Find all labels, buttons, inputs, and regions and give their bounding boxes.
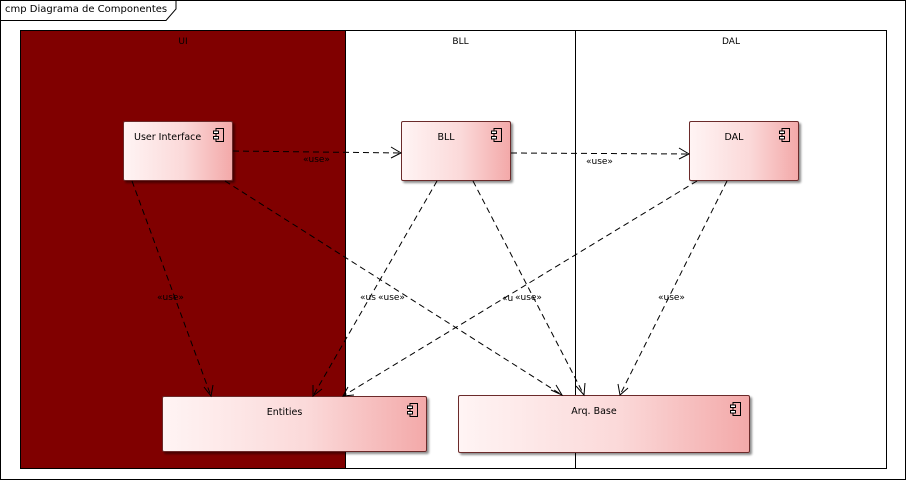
use-label-bll-entities: «us: [360, 293, 376, 303]
use-label-ui-bll: «use»: [303, 155, 330, 165]
component-icon: [213, 128, 224, 142]
component-bll-label: BLL: [437, 132, 455, 143]
component-bll[interactable]: BLL: [401, 121, 511, 181]
component-icon: [779, 128, 790, 142]
component-dal[interactable]: DAL: [689, 121, 799, 181]
use-label-bll-dal: «use»: [586, 157, 613, 167]
use-label-ui-arqbase: «use»: [378, 293, 405, 303]
use-label-bll-arqbase: «use»: [515, 293, 542, 303]
use-label-ui-entities: «use»: [157, 293, 184, 303]
component-icon: [730, 402, 741, 416]
diagram-title-tab: [0, 0, 177, 21]
component-icon: [407, 403, 418, 417]
use-label-dal-arqbase: «use»: [658, 293, 685, 303]
lane-dal-title: DAL: [722, 37, 740, 47]
component-user-interface-label: User Interface: [134, 132, 202, 143]
component-dal-label: DAL: [724, 132, 744, 143]
lane-bll-title: BLL: [452, 37, 469, 47]
use-label-dal-entities: «u: [502, 294, 514, 304]
component-entities-label: Entities: [266, 407, 303, 418]
component-entities[interactable]: Entities: [162, 396, 427, 452]
lane-ui-title: UI: [178, 37, 188, 47]
component-arq-base[interactable]: Arq. Base: [458, 395, 750, 453]
diagram-title: cmp Diagrama de Componentes: [5, 4, 168, 15]
component-user-interface[interactable]: User Interface: [123, 121, 233, 181]
component-icon: [491, 128, 502, 142]
component-arq-base-label: Arq. Base: [571, 406, 617, 417]
